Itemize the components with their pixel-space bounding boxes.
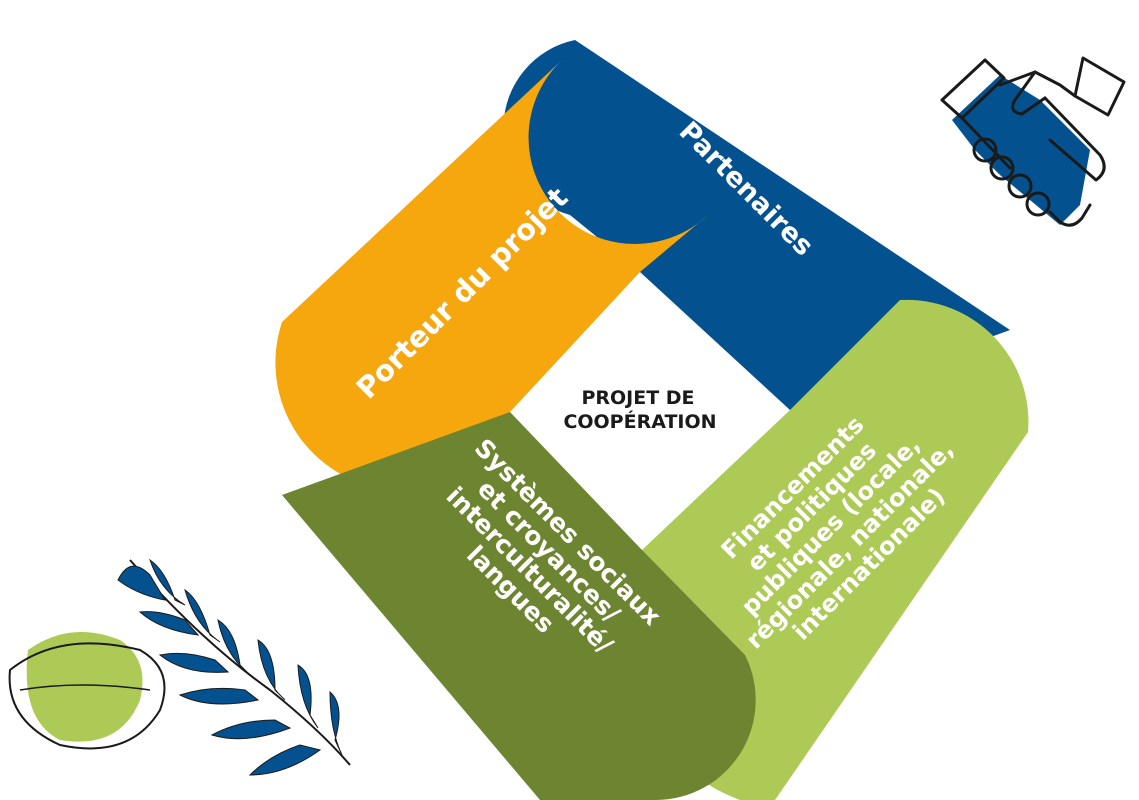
segment-porteur bbox=[275, 60, 708, 490]
leaves-decoration bbox=[8, 558, 351, 776]
handshake-icon bbox=[940, 56, 1126, 227]
center-title-line2: COOPÉRATION bbox=[563, 410, 716, 433]
segment-systemes bbox=[282, 412, 756, 800]
center-title-line1: PROJET DE bbox=[581, 387, 694, 409]
